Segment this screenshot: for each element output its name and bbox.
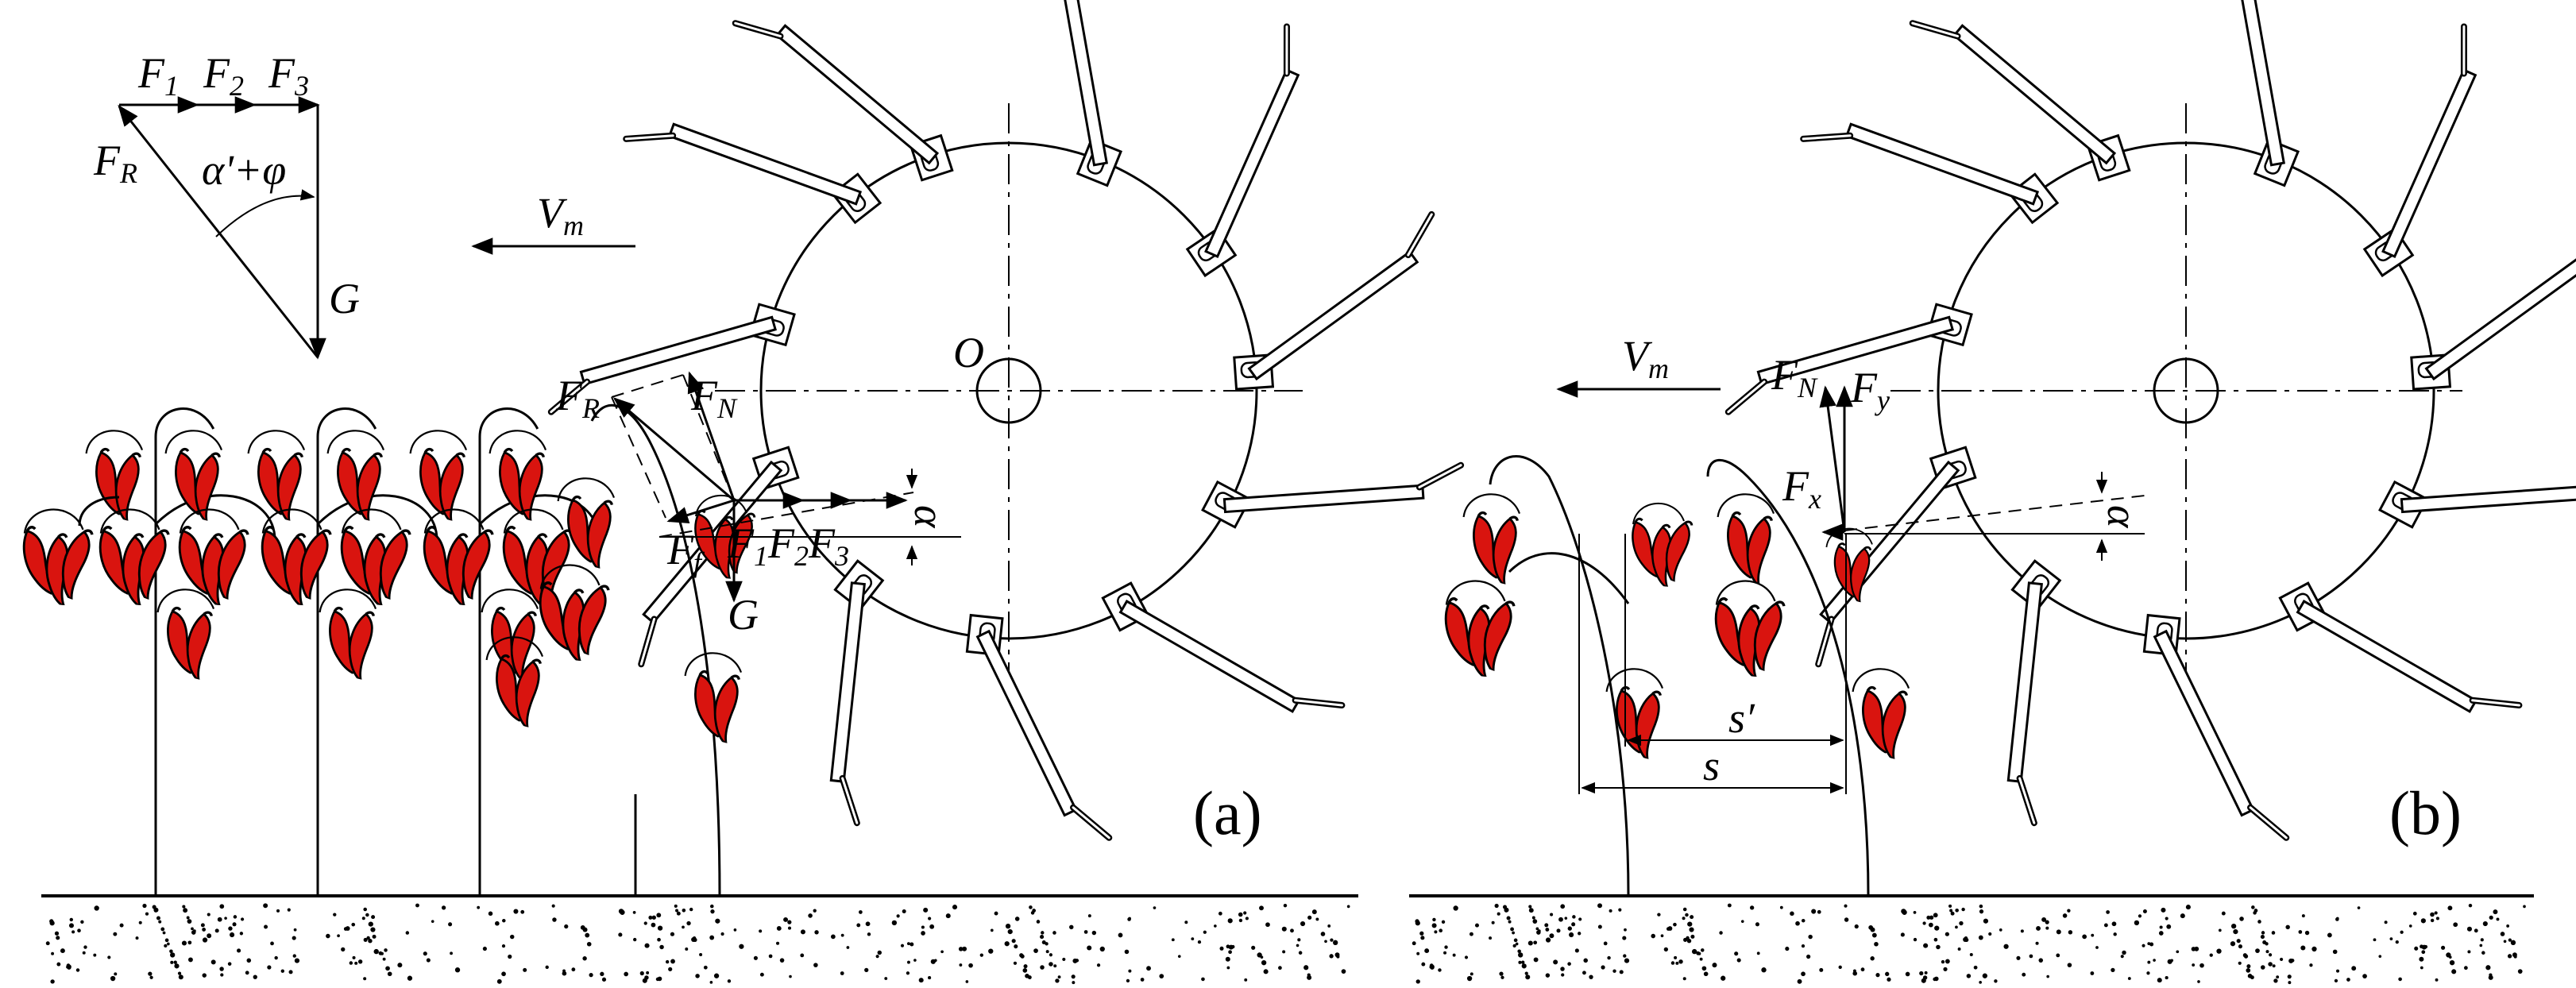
pepper-cluster (16, 508, 98, 606)
contact-forces (611, 371, 961, 603)
pepper-cluster (416, 508, 499, 606)
label-fy-b: Fy (1850, 364, 1890, 416)
tine (2362, 23, 2478, 278)
pepper-cluster (485, 636, 546, 730)
pepper-cluster (481, 589, 542, 682)
label-alpha-a: α (906, 505, 953, 529)
pepper-cluster (689, 494, 760, 580)
pepper-cluster (1852, 668, 1913, 762)
label-fr: FR (555, 372, 600, 424)
contact-forces-b (1578, 385, 2145, 794)
tine (2006, 559, 2062, 827)
label-f3: F3 (268, 49, 309, 102)
pepper-cluster (557, 477, 618, 571)
plant-stem (316, 407, 377, 896)
pepper-cluster (164, 430, 226, 523)
label-g-triangle: G (329, 275, 360, 322)
pepper-cluster (1462, 493, 1524, 587)
tine (1185, 23, 1300, 278)
panel-label-a: (a) (1193, 778, 1262, 847)
tine (2235, 0, 2300, 187)
tine (623, 122, 882, 225)
label-vm: Vm (537, 189, 584, 241)
pepper-cluster (326, 430, 388, 523)
label-g: G (728, 591, 759, 639)
pepper-cluster (1626, 502, 1697, 588)
tine (1800, 122, 2060, 225)
pepper-cluster (1825, 527, 1875, 604)
label-f2: F2 (203, 49, 244, 102)
label-fr-triangle: FR (93, 137, 137, 189)
panel-label-b: (b) (2389, 778, 2462, 847)
pepper-cluster (489, 430, 550, 523)
tine (2278, 581, 2523, 713)
pepper-cluster (1717, 493, 1778, 587)
pepper-cluster (319, 589, 380, 682)
soil-texture-b (1412, 903, 2526, 985)
label-f1: F1 (137, 49, 179, 102)
pepper-cluster (254, 508, 337, 606)
tine (1233, 210, 1435, 391)
pepper-cluster (1605, 668, 1666, 762)
pepper-plants-b (1438, 455, 1913, 897)
force-triangle (118, 96, 326, 360)
tine (965, 613, 1113, 841)
tine-wheel-b (1724, 0, 2576, 841)
tine (1724, 303, 1973, 415)
label-fn: FN (690, 372, 738, 424)
pepper-cluster (684, 652, 745, 746)
tine (732, 20, 954, 182)
plant-stem (154, 407, 215, 896)
tine (829, 559, 885, 827)
label-o: O (953, 329, 984, 376)
panel-a: F1 F2 F3 FR α'+φ G Vm O (16, 0, 1465, 985)
tine (1909, 20, 2131, 182)
pepper-cluster (496, 508, 578, 606)
tine (2378, 480, 2576, 529)
panel-b: Vm FN Fy Fx α s′ s (1409, 0, 2576, 985)
tine (1058, 0, 1123, 187)
pepper-cluster (156, 589, 218, 682)
tine (1201, 461, 1465, 529)
pepper-cluster (532, 564, 615, 662)
tine (1101, 581, 1346, 713)
pepper-cluster (409, 430, 470, 523)
tine-wheel (547, 0, 1465, 841)
tine (547, 303, 796, 415)
pepper-cluster (334, 508, 416, 606)
label-fn-b: FN (1771, 351, 1818, 403)
soil-texture (45, 903, 1350, 985)
pepper-cluster (92, 508, 175, 606)
label-s: s (1703, 742, 1720, 789)
pepper-cluster (172, 508, 254, 606)
pepper-cluster (1438, 580, 1520, 677)
pepper-cluster (85, 430, 146, 523)
tine (2410, 250, 2576, 391)
label-ff: Ff (666, 526, 705, 578)
label-fx-b: Fx (1782, 462, 1821, 515)
label-s-prime: s′ (1728, 694, 1755, 742)
pepper-cluster (247, 430, 308, 523)
label-alpha-b: α (2099, 505, 2146, 529)
label-angle: α'+φ (202, 146, 286, 194)
label-f123: F1F2F3 (727, 519, 849, 572)
pepper-cluster (1708, 580, 1790, 677)
label-vm-b: Vm (1622, 332, 1669, 384)
tine (2142, 613, 2290, 841)
plant-stem (478, 407, 539, 896)
